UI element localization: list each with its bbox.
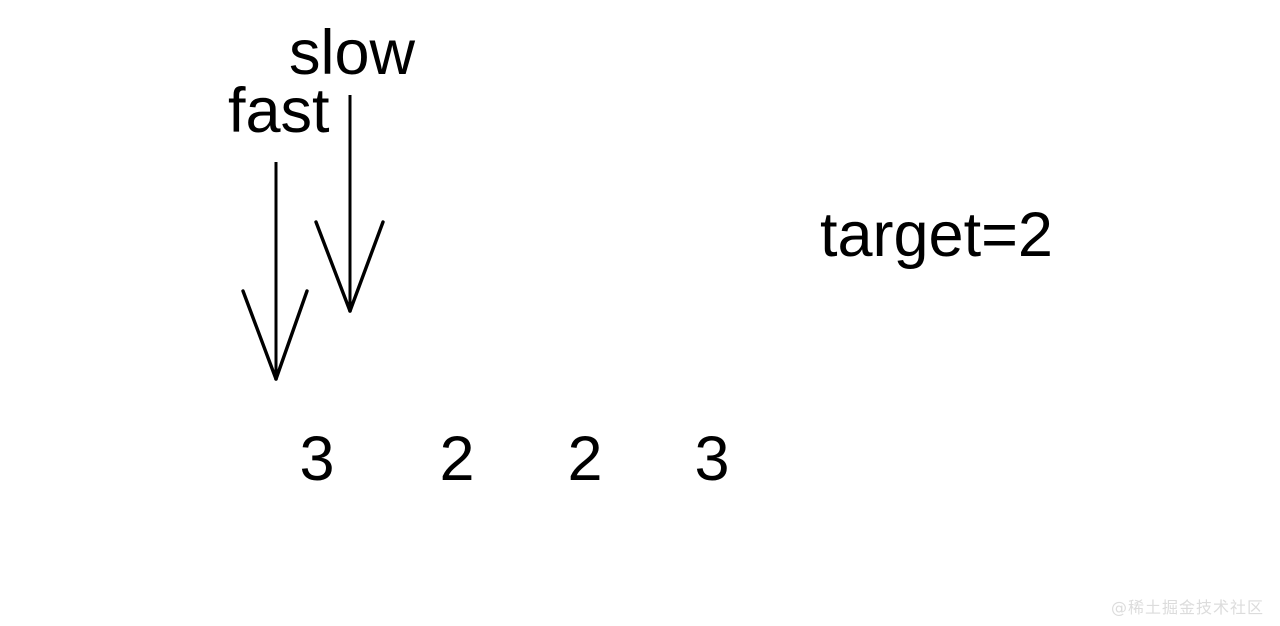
fast-pointer-arrow	[241, 162, 309, 381]
array-cell: 3	[299, 424, 335, 494]
fast-arrow-head-left	[241, 289, 278, 381]
array-cell: 2	[567, 424, 603, 494]
slow-pointer-label: slow	[289, 18, 416, 88]
fast-pointer-label: fast	[228, 76, 330, 146]
site-watermark: @稀土掘金技术社区	[1110, 598, 1264, 617]
fast-arrow-head-right	[274, 289, 309, 381]
target-value-label: target=2	[820, 200, 1053, 270]
array-cell: 2	[439, 424, 475, 494]
array-values-row: 3 2 2 3	[0, 424, 1280, 494]
slow-arrow-head-left	[314, 220, 352, 313]
slow-arrow-head-right	[348, 220, 385, 313]
slow-pointer-arrow	[314, 95, 385, 313]
array-cell: 3	[694, 424, 730, 494]
